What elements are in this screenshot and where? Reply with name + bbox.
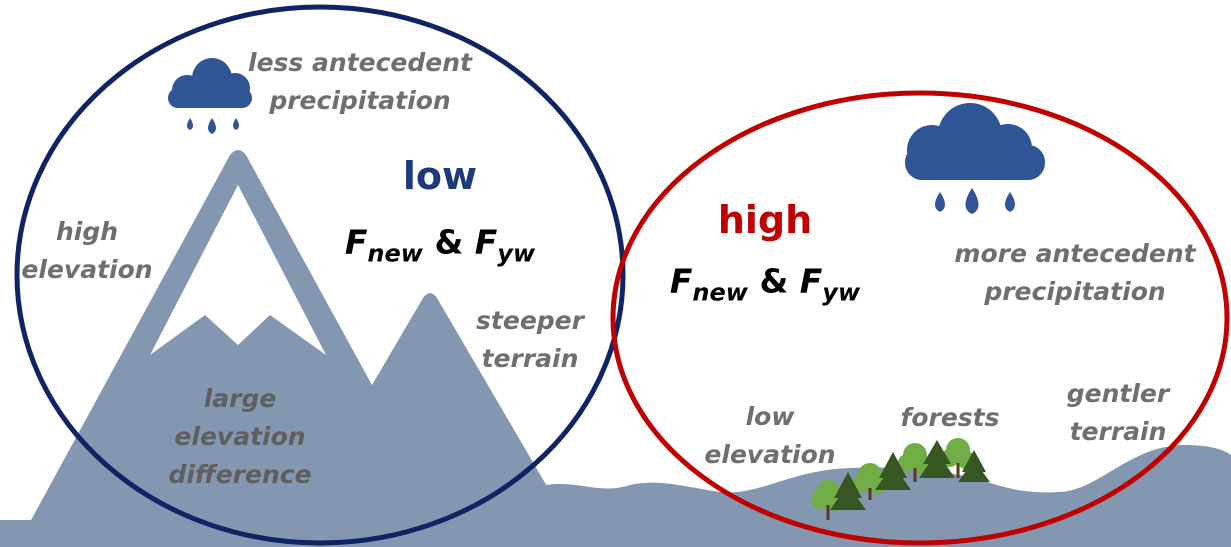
snow-cap [150, 185, 326, 355]
low-f-formula: Fnew & Fyw [344, 222, 536, 268]
forests-label: forests [900, 403, 1000, 432]
low-group-ellipse [14, 4, 626, 546]
high-level-label: high [717, 198, 813, 242]
rain-cloud-large-icon [905, 103, 1045, 214]
mountains [30, 150, 548, 522]
low-level-label: low [402, 154, 478, 198]
high-f-formula: Fnew & Fyw [669, 261, 861, 307]
high-group-ellipse [610, 90, 1230, 546]
rain-cloud-small-icon [168, 58, 252, 134]
forest-trees [811, 438, 990, 520]
